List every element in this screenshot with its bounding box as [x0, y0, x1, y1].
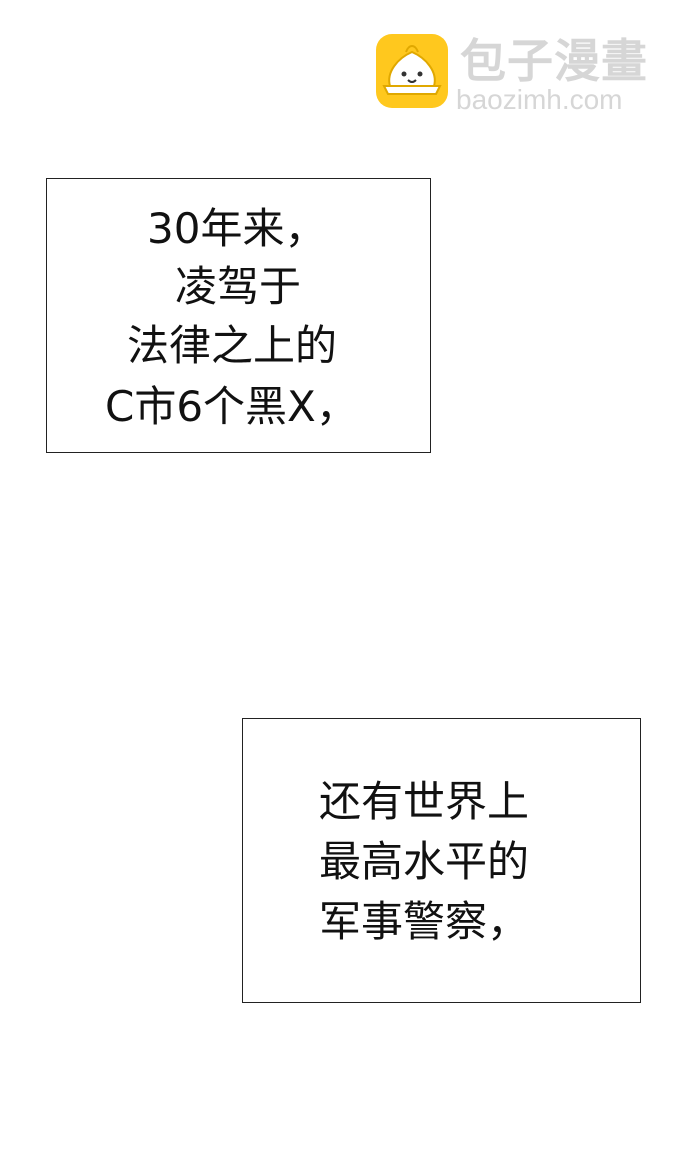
caption-line: 凌驾于: [175, 262, 302, 311]
caption-line: 法律之上的: [127, 321, 338, 370]
caption-line: 最高水平的: [319, 837, 530, 886]
caption-line: C市6个黑X，: [105, 382, 358, 431]
caption-line: 军事警察，: [319, 897, 530, 946]
caption-box-2: 还有世界上 最高水平的 军事警察，: [242, 718, 641, 1003]
caption-line: 还有世界上: [319, 777, 530, 826]
steamed-bun-mascot-icon: [376, 34, 448, 108]
site-watermark: 包子漫畫 baozimh.com: [376, 34, 666, 115]
watermark-site-url: baozimh.com: [456, 84, 623, 115]
caption-line: 30年来，: [147, 204, 327, 253]
caption-box-1: 30年来， 凌驾于 法律之上的 C市6个黑X，: [46, 178, 431, 453]
watermark-site-name: 包子漫畫: [460, 34, 648, 88]
